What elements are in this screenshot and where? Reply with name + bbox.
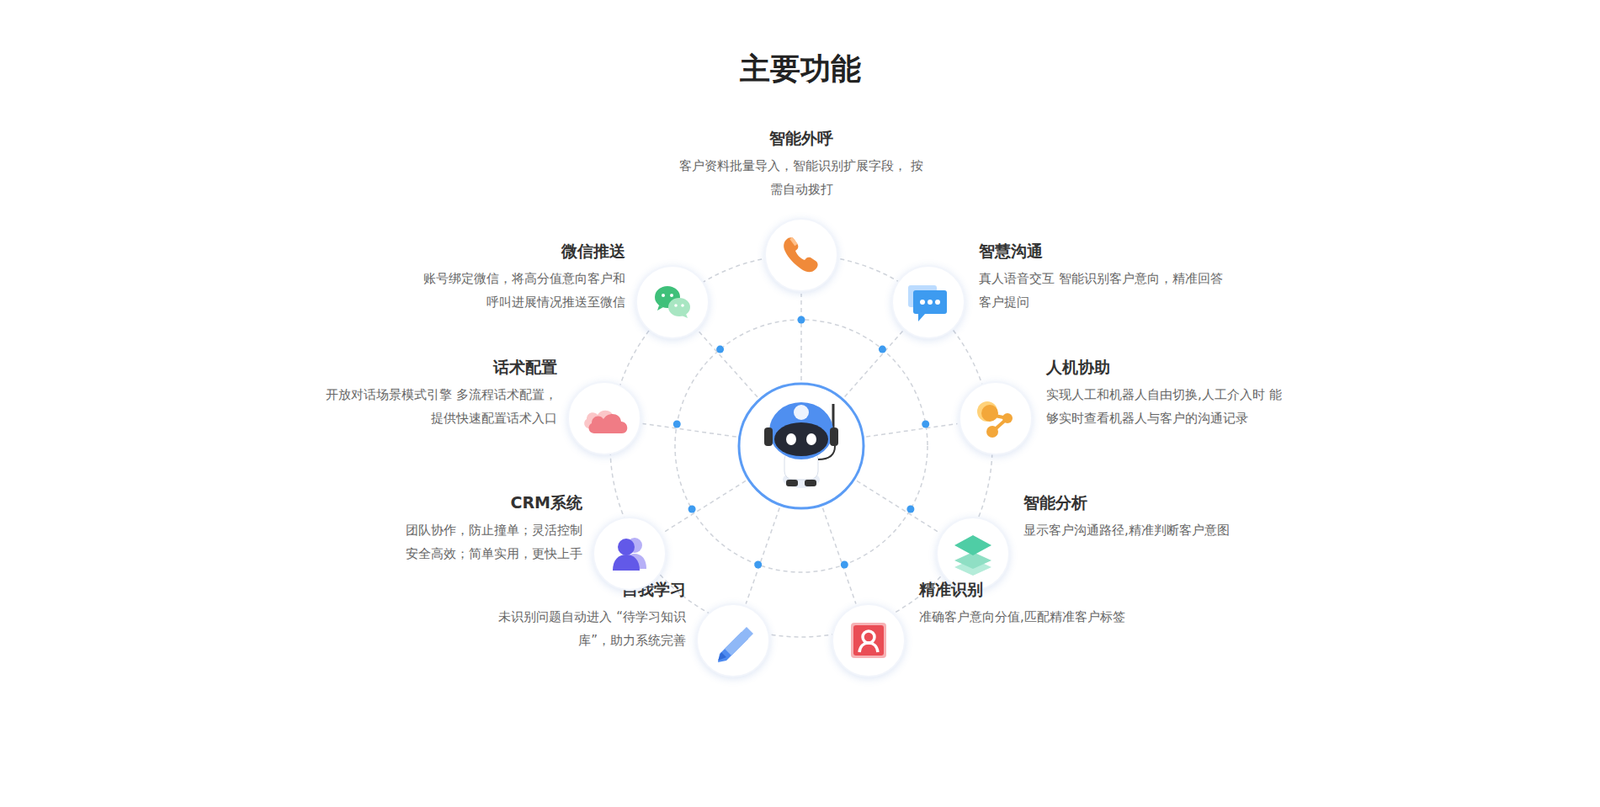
page-title: 主要功能 [0,48,1600,91]
spoke-line [845,330,904,397]
feature-icon: 自我学习未识别问题自动进入 “待学习知识库”，助力系统完善 [696,603,771,678]
ring-dot [878,345,887,354]
icon-glyph [568,382,640,454]
feature-heading: 精准识别 [919,578,1172,601]
spoke-line [643,423,737,437]
feature-heading: 智能外呼 [679,127,924,149]
ring-dot [688,505,697,514]
icon-glyph [765,219,837,291]
feature-icon: 智能外呼客户资料批量导入，智能识别扩展字段， 按需自动拨打 [764,217,839,293]
feature-text: 人机协助实现人工和机器人自由切换,人工介入时 能够实时查看机器人与客户的沟通记录 [1046,356,1287,431]
feature-heading: 智慧沟通 [978,239,1223,262]
feature-desc: 团队协作，防止撞单；灵活控制 安全高效；简单实用，更快上手 [397,518,583,566]
feature-text: 微信推送账号绑定微信，将高分值意向客户和 呼叫进展情况推送至微信 [414,239,626,314]
feature-icon: 智能分析显示客户沟通路径,精准判断客户意图 [935,516,1010,591]
ring-dot [921,419,930,428]
ring-dot [716,345,724,354]
feature-text: 精准识别准确客户意向分值,匹配精准客户标签 [919,578,1172,629]
feature-icon: 话术配置开放对话场景模式引擎 多流程话术配置，提供快速配置话术入口 [567,381,642,456]
feature-text: 话术配置开放对话场景模式引擎 多流程话术配置，提供快速配置话术入口 [317,356,558,431]
ring-dot [906,505,915,514]
feature-heading: 人机协助 [1046,356,1287,378]
feature-text: CRM系统团队协作，防止撞单；灵活控制 安全高效；简单实用，更快上手 [397,491,583,566]
ring-dot [840,560,849,569]
spoke-line [698,330,758,398]
feature-heading: 微信推送 [414,239,626,262]
feature-icon: 人机协助实现人工和机器人自由切换,人工介入时 能够实时查看机器人与客户的沟通记录 [958,381,1033,456]
feature-desc: 开放对话场景模式引擎 多流程话术配置，提供快速配置话术入口 [317,382,558,431]
robot-figure [764,402,839,489]
feature-text: 智能外呼客户资料批量导入，智能识别扩展字段， 按需自动拨打 [679,127,924,202]
icon-glyph [697,605,769,676]
feature-desc: 真人语音交互 智能识别客户意向，精准回答客户提问 [978,266,1223,314]
feature-text: 智慧沟通真人语音交互 智能识别客户意向，精准回答客户提问 [978,239,1223,314]
feature-icon: 精准识别准确客户意向分值,匹配精准客户标签 [831,603,906,678]
feature-icon: 智慧沟通真人语音交互 智能识别客户意向，精准回答客户提问 [891,265,966,340]
feature-text: 智能分析显示客户沟通路径,精准判断客户意图 [1023,491,1276,543]
icon-glyph [637,266,708,338]
feature-desc: 准确客户意向分值,匹配精准客户标签 [919,605,1172,629]
icon-glyph [833,605,904,676]
feature-desc: 实现人工和机器人自由切换,人工介入时 能够实时查看机器人与客户的沟通记录 [1046,382,1287,431]
spoke-line [662,480,746,533]
spoke-line [745,508,780,605]
spoke-line [823,508,856,605]
icon-glyph [937,518,1009,590]
feature-text: 自我学习未识别问题自动进入 “待学习知识库”，助力系统完善 [488,578,686,653]
ring-dot [673,419,681,428]
icon-glyph [960,382,1032,454]
spoke-line [866,424,957,437]
outer-ring [610,255,993,638]
feature-desc: 客户资料批量导入，智能识别扩展字段， 按需自动拨打 [679,154,924,202]
feature-desc: 账号绑定微信，将高分值意向客户和 呼叫进展情况推送至微信 [414,266,626,314]
icon-glyph [893,266,964,338]
ring-dot [754,560,762,569]
feature-heading: CRM系统 [397,491,583,514]
robot-circle [738,383,864,509]
feature-desc: 显示客户沟通路径,精准判断客户意图 [1023,518,1276,543]
feature-heading: 智能分析 [1023,491,1276,514]
feature-icon: 微信推送账号绑定微信，将高分值意向客户和 呼叫进展情况推送至微信 [635,265,710,340]
ring-dot [797,316,806,325]
spoke-line [856,480,941,533]
feature-desc: 未识别问题自动进入 “待学习知识库”，助力系统完善 [488,605,686,653]
spoke-line [800,293,803,381]
feature-heading: 话术配置 [317,356,558,378]
icon-glyph [594,518,665,590]
feature-icon: CRM系统团队协作，防止撞单；灵活控制 安全高效；简单实用，更快上手 [592,516,667,591]
feature-heading: 自我学习 [488,578,686,601]
